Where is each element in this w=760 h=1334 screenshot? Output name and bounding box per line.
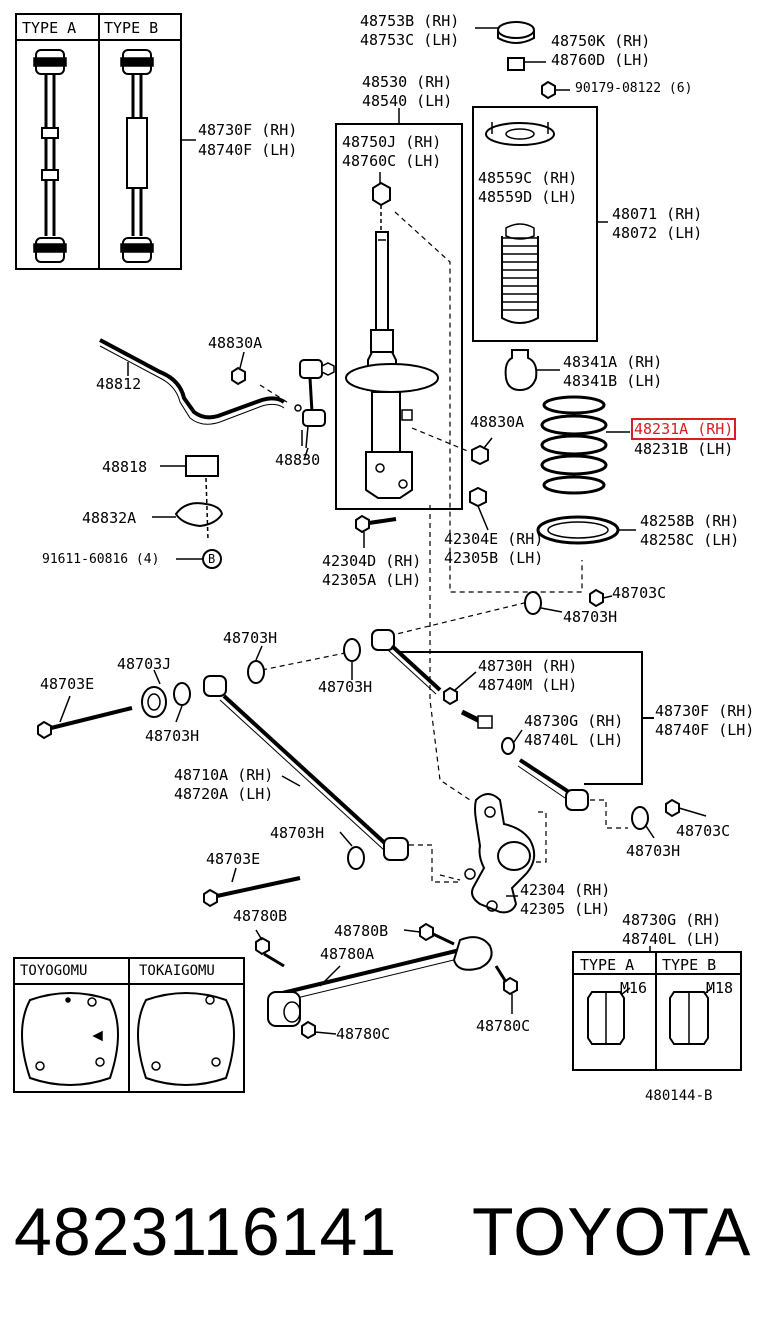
spring-insulator (536, 515, 636, 545)
stabilizer-link-type-a-icon (33, 49, 67, 263)
stabilizer-link-type-b-icon (120, 49, 154, 263)
inset-type-b-heading: TYPE B (104, 19, 159, 37)
part-label-48703J: 48703J (117, 655, 172, 673)
bump-stopper (504, 349, 560, 392)
stabilizer-bar (99, 338, 335, 449)
part-label-48231A-highlighted[interactable]: 48231A (RH) (630, 418, 737, 440)
part-label-48703H-3: 48703H (318, 678, 373, 696)
shock-absorber-assembly (335, 123, 463, 510)
part-label-48730H: 48730H (RH) (478, 657, 578, 675)
part-label-48341B: 48341B (LH) (563, 372, 663, 390)
part-label-48703H-2: 48703H (223, 629, 278, 647)
part-label-48740M: 48740M (LH) (478, 676, 578, 694)
part-label-48231B: 48231B (LH) (634, 440, 734, 458)
part-label-48540: 48540 (LH) (362, 92, 453, 110)
part-label-48730F-mid: 48730F (RH) (655, 702, 755, 720)
part-label-48258C: 48258C (LH) (640, 531, 740, 549)
part-label-48559C: 48559C (RH) (478, 169, 578, 187)
inset-type-a-heading: TYPE A (22, 19, 77, 37)
part-label-48750J: 48750J (RH) (342, 133, 442, 151)
part-label-48753C: 48753C (LH) (360, 31, 460, 49)
part-label-48703E-2: 48703E (206, 850, 261, 868)
part-label-48703H-6: 48703H (626, 842, 681, 860)
part-label-48730G: 48730G (RH) (524, 712, 624, 730)
footer-brand: TOYOTA (472, 1194, 752, 1270)
coil-spring (540, 395, 608, 495)
part-label-90179: 90179-08122 (6) (575, 81, 693, 96)
part-label-48341A: 48341A (RH) (563, 353, 663, 371)
part-label-48760D: 48760D (LH) (551, 51, 651, 69)
part-label-91611: 91611-60816 (4) (42, 552, 160, 567)
part-label-42304E: 42304E (RH) (444, 530, 544, 548)
footer-part-number: 4823116141 (14, 1194, 398, 1270)
rear-axle-carrier (464, 793, 536, 914)
circle-b-label: B (208, 552, 216, 566)
left-bushings (37, 669, 191, 740)
part-label-48703C-1: 48703C (612, 584, 667, 602)
inset-toyogomu-heading: TOYOGOMU (20, 963, 88, 979)
lower-control-arm (203, 675, 409, 870)
part-label-42305A: 42305A (LH) (322, 571, 422, 589)
part-label-48750K: 48750K (RH) (551, 32, 651, 50)
upper-mount-parts (475, 21, 570, 100)
diagram-reference-code: 480144-B (645, 1088, 713, 1104)
part-label-48780B-1: 48780B (233, 907, 288, 925)
part-label-48530: 48530 (RH) (362, 73, 453, 91)
part-label-48720A: 48720A (LH) (174, 785, 274, 803)
inset-br-type-b-heading: TYPE B (662, 956, 717, 974)
part-label-48730F-top: 48730F (RH) (198, 121, 298, 139)
upper-control-arm (371, 629, 589, 811)
part-label-48830: 48830 (275, 451, 321, 469)
part-label-42305B: 42305B (LH) (444, 549, 544, 567)
inset-size-m18: M18 (706, 979, 734, 997)
part-label-48703H-4: 48703H (145, 727, 200, 745)
inset-title-48740L: 48740L (LH) (622, 930, 722, 948)
washer-nut-group (247, 588, 613, 684)
part-label-42304: 42304 (RH) (520, 881, 611, 899)
inset-br-type-a-heading: TYPE A (580, 956, 635, 974)
part-label-48780B-2: 48780B (334, 922, 389, 940)
callout-bracket-48730F (400, 651, 654, 785)
strut-lower-bolt (355, 514, 397, 548)
part-label-48812: 48812 (96, 375, 142, 393)
inset-type-links (15, 13, 196, 270)
stabilizer-bracket (152, 455, 224, 569)
toe-link-assembly (255, 922, 518, 1040)
part-label-48071: 48071 (RH) (612, 205, 703, 223)
part-label-48703E-1: 48703E (40, 675, 95, 693)
part-label-48780A: 48780A (320, 945, 375, 963)
part-label-48703H-1: 48703H (563, 608, 618, 626)
assembly-guide-lines (259, 211, 628, 883)
part-label-48703H-5: 48703H (270, 824, 325, 842)
right-nuts (631, 798, 707, 839)
inset-bolt-types (572, 946, 742, 1071)
inset-manufacturer-bushings (13, 957, 245, 1093)
part-label-48780C-2: 48780C (476, 1017, 531, 1035)
part-label-48780C-1: 48780C (336, 1025, 391, 1043)
part-label-48832A: 48832A (82, 509, 137, 527)
lower-long-bolt (203, 867, 301, 908)
part-label-48710A: 48710A (RH) (174, 766, 274, 784)
part-label-48740F-top: 48740F (LH) (198, 141, 298, 159)
part-label-48740F-mid: 48740F (LH) (655, 721, 755, 739)
part-label-48753B: 48753B (RH) (360, 12, 460, 30)
part-label-48559D: 48559D (LH) (478, 188, 578, 206)
part-label-48740L: 48740L (LH) (524, 731, 624, 749)
strut-nuts (469, 437, 493, 531)
part-label-48830A-1: 48830A (208, 334, 263, 352)
part-label-48072: 48072 (LH) (612, 224, 703, 242)
part-label-48760C: 48760C (LH) (342, 152, 442, 170)
part-label-48703C-2: 48703C (676, 822, 731, 840)
inset-title-48730G: 48730G (RH) (622, 911, 722, 929)
dust-boot-assembly (472, 106, 598, 342)
inset-tokaigomu-heading: TOKAIGOMU (139, 963, 215, 979)
part-label-42304D: 42304D (RH) (322, 552, 422, 570)
leader-lines (301, 108, 400, 461)
part-label-48830A-2: 48830A (470, 413, 525, 431)
part-label-48818: 48818 (102, 458, 148, 476)
part-label-48258B: 48258B (RH) (640, 512, 740, 530)
inset-size-m16: M16 (620, 979, 648, 997)
part-label-42305: 42305 (LH) (520, 900, 611, 918)
